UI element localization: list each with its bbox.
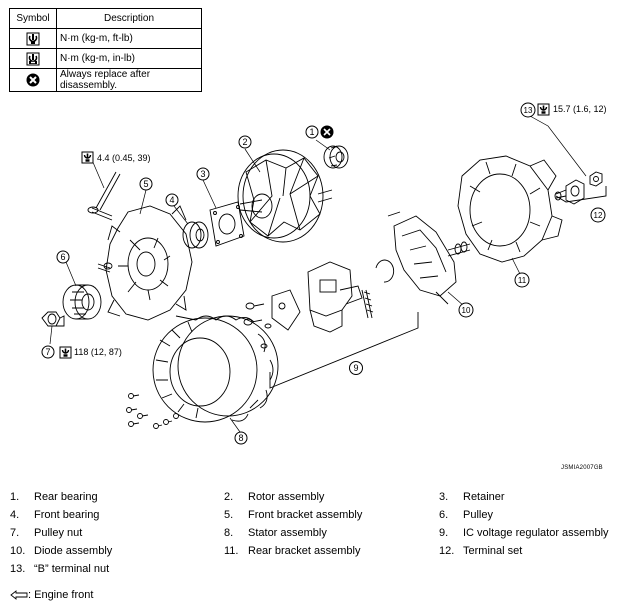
list-item: 6.Pulley <box>439 509 493 521</box>
svg-text:9: 9 <box>353 363 358 373</box>
legend-row: Always replace after disassembly. <box>9 68 202 92</box>
b-terminal-nut-part <box>589 171 603 187</box>
callout-2: 2 <box>238 135 252 149</box>
torque-wrench-inlb-icon <box>26 52 40 65</box>
callout-6: 6 <box>56 250 70 264</box>
list-item: 12.Terminal set <box>439 545 523 557</box>
svg-text:11: 11 <box>518 276 527 285</box>
stator-assembly-part <box>152 315 279 423</box>
front-bearing-part <box>182 221 209 249</box>
callout-12: 12 <box>590 207 606 223</box>
legend-header-row: Symbol Description <box>9 8 202 29</box>
ic-voltage-regulator-part <box>271 261 374 333</box>
list-item: 2.Rotor assembly <box>224 491 325 503</box>
list-item: 3.Retainer <box>439 491 505 503</box>
terminal-set-part <box>554 179 585 205</box>
regulator-screws-part <box>103 262 272 349</box>
retainer-part <box>209 201 245 247</box>
svg-text:7: 7 <box>45 347 50 357</box>
list-item: 1.Rear bearing <box>10 491 98 503</box>
callout-3: 3 <box>196 167 210 181</box>
legend-row: N·m (kg-m, ft-lb) <box>9 28 202 49</box>
legend-description: Always replace after disassembly. <box>56 68 202 92</box>
pulley-part <box>62 284 102 320</box>
svg-text:12: 12 <box>594 211 603 220</box>
svg-text:5: 5 <box>143 179 148 189</box>
svg-text:13: 13 <box>524 106 533 115</box>
torque-wrench-icon <box>26 32 40 45</box>
callout-9: 9 <box>349 361 363 375</box>
bracket-bolt-torque: 4.4 (0.45, 39) <box>97 153 151 163</box>
rotor-assembly-part <box>237 149 333 243</box>
b-terminal-nut-torque: 15.7 (1.6, 12) <box>553 104 607 114</box>
pulley-nut-torque: 118 (12, 87) <box>74 347 122 357</box>
callout-13: 13 <box>520 102 536 118</box>
leader-lines <box>49 115 587 433</box>
callout-4: 4 <box>165 193 179 207</box>
list-item: 10.Diode assembly <box>10 545 113 557</box>
list-item: 9.IC voltage regulator assembly <box>439 527 609 539</box>
arrow-left-outline-icon <box>10 590 28 601</box>
front-bracket-assembly-part <box>91 205 193 321</box>
svg-text:10: 10 <box>462 306 471 315</box>
list-item: 11.Rear bracket assembly <box>224 545 361 557</box>
pulley-nut-part <box>41 311 65 327</box>
callout-1: 1 <box>305 125 319 139</box>
engine-front-note: : Engine front <box>10 589 93 601</box>
list-item: 13.“B” terminal nut <box>10 563 110 575</box>
callout-8: 8 <box>234 431 248 445</box>
svg-text:8: 8 <box>238 433 243 443</box>
symbol-legend-table: Symbol Description N·m (kg-m, ft-lb) N·m… <box>9 8 202 92</box>
replace-x-icon <box>320 125 334 139</box>
svg-text:2: 2 <box>242 137 247 147</box>
alternator-exploded-view: 1 2 3 4 5 6 7 8 <box>41 102 607 445</box>
through-bolt-part <box>87 171 121 214</box>
rear-bracket-assembly-part <box>457 155 563 263</box>
replace-x-icon <box>26 73 40 87</box>
svg-text:1: 1 <box>309 127 314 137</box>
part-9-bracket-line <box>269 312 419 389</box>
diode-assembly-part <box>387 211 471 305</box>
svg-text:6: 6 <box>60 252 65 262</box>
stator-screws-part <box>126 393 179 429</box>
callout-7: 7 <box>41 345 55 359</box>
svg-text:3: 3 <box>200 169 205 179</box>
list-item: 4.Front bearing <box>10 509 100 521</box>
list-item: 7.Pulley nut <box>10 527 83 539</box>
callout-11: 11 <box>514 272 530 288</box>
list-item: 5.Front bracket assembly <box>224 509 363 521</box>
snap-ring-part <box>375 259 395 283</box>
callout-10: 10 <box>458 302 474 318</box>
engine-front-label: : Engine front <box>28 589 94 601</box>
list-item: 8.Stator assembly <box>224 527 327 539</box>
callout-5: 5 <box>139 177 153 191</box>
rear-bearing-part <box>323 145 349 169</box>
figure-code: JSMIA2007GB <box>561 465 603 471</box>
svg-text:4: 4 <box>169 195 174 205</box>
part-12-bracket-line <box>555 186 607 203</box>
